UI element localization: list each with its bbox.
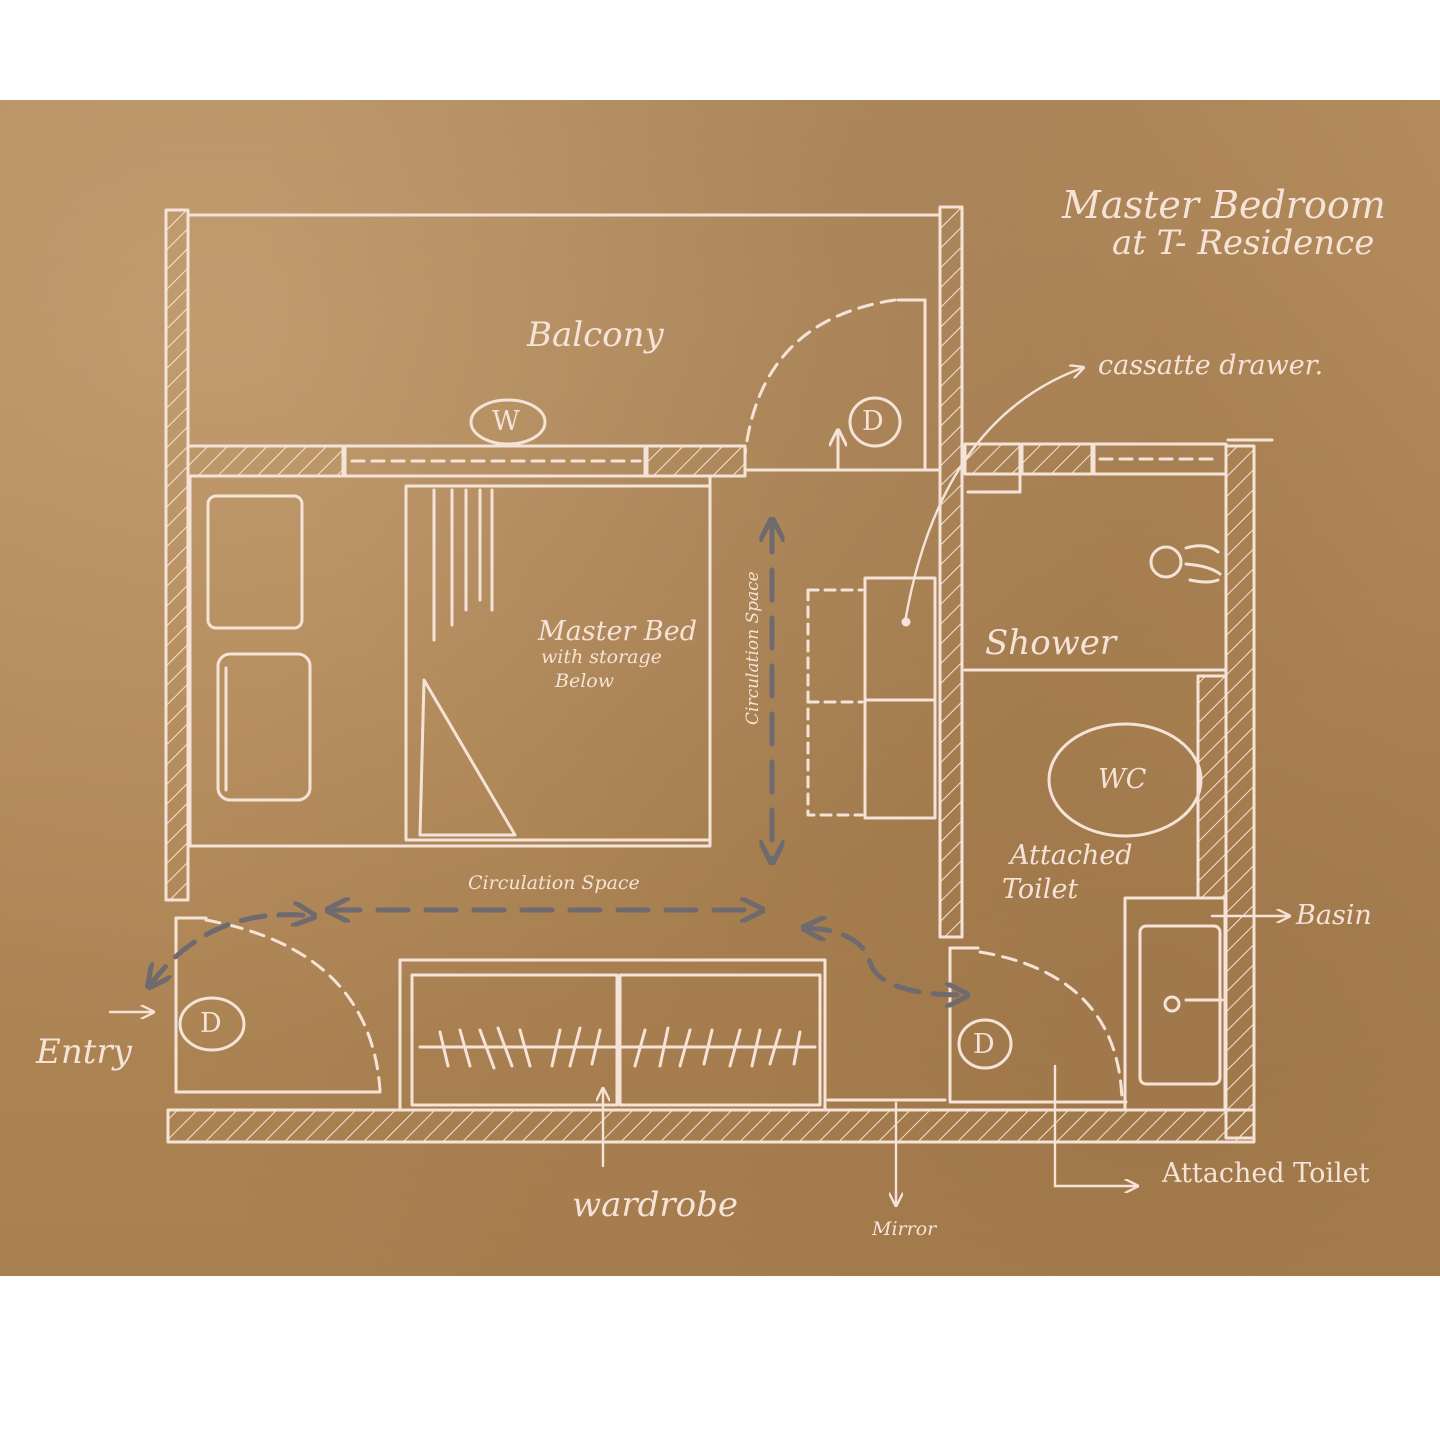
balcony-partition-wall [186,444,940,478]
bedside-tables [206,494,312,802]
master-bed-label: Master Bed [538,616,698,647]
toilet-label-line-1: Attached [1010,840,1133,871]
master-bed-note-2: Below [555,670,614,692]
toilet-partition-wall [1196,674,1228,900]
balcony-label: Balcony [527,315,664,355]
master-bed [188,474,712,848]
balcony-door [743,298,927,472]
toilet-door [948,946,1128,1104]
circulation-space-vertical-label: Circulation Space [743,571,763,725]
cassette-drawer-label: cassatte drawer. [1098,350,1324,381]
callout-arrows [108,368,1288,1204]
basin-label: Basin [1296,900,1372,931]
washing-machine-letter: W [492,406,520,437]
entry-door-symbol [178,996,246,1052]
toilet-label-line-2: Toilet [1002,874,1079,905]
shower-label: Shower [985,623,1117,663]
balcony-walls [164,205,964,939]
entry-label: Entry [36,1032,132,1072]
basin-counter [1123,896,1227,1112]
circulation-space-horizontal-label: Circulation Space [468,872,640,894]
master-bed-note-1: with storage [541,646,662,668]
washing-machine-symbol [469,398,547,446]
attached-toilet-callout-label: Attached Toilet [1162,1158,1370,1189]
bathroom-right-wall [1224,444,1256,1140]
toilet-door-symbol [957,1018,1013,1070]
wardrobe-unit [398,958,827,1112]
title-line-1: Master Bedroom [1062,183,1386,227]
circulation-arrows [150,522,965,995]
entry-door [174,916,382,1094]
mirror-label: Mirror [872,1218,937,1240]
entry-door-letter: D [200,1008,222,1039]
toilet-door-letter: D [973,1029,995,1060]
wc-bowl [1047,722,1203,838]
title-line-2: at T- Residence [1112,223,1375,263]
balcony-door-letter: D [862,406,884,437]
wardrobe-label: wardrobe [572,1185,738,1225]
bottom-wall [166,1108,1256,1144]
balcony-door-symbol [848,396,902,448]
cassette-drawer-cabinet [806,576,937,820]
bathroom-top-wall [963,438,1274,494]
shower-fittings [1149,544,1222,584]
wc-label: WC [1098,764,1147,795]
